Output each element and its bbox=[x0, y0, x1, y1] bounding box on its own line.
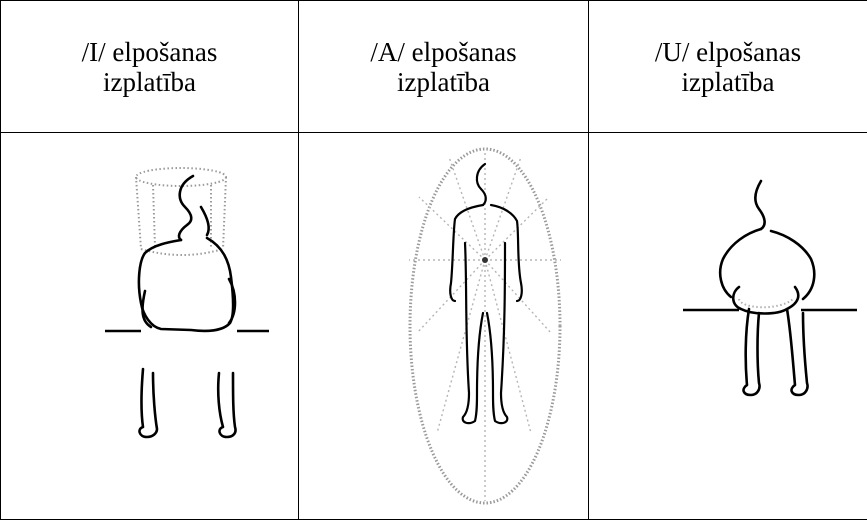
figure-cell-a bbox=[299, 133, 589, 520]
standing-figure-outline bbox=[450, 164, 522, 423]
header-u-line1: /U/ elpošanas bbox=[655, 37, 801, 67]
header-cell-u: /U/ elpošanas izplatība bbox=[589, 1, 867, 133]
belly-breathing-region bbox=[739, 299, 793, 307]
header-cell-i: /I/ elpošanas izplatība bbox=[1, 1, 299, 133]
header-i-line1: /I/ elpošanas bbox=[82, 37, 218, 67]
figure-row bbox=[1, 133, 867, 520]
header-cell-a: /A/ elpošanas izplatība bbox=[299, 1, 589, 133]
seated-figure-lower-breathing-illustration bbox=[589, 133, 867, 519]
figure-cell-u bbox=[589, 133, 867, 520]
center-point bbox=[482, 257, 488, 263]
header-a-line1: /A/ elpošanas bbox=[370, 37, 516, 67]
seated-figure-outline-u bbox=[720, 181, 814, 395]
header-row: /I/ elpošanas izplatība /A/ elpošanas iz… bbox=[1, 1, 867, 133]
figure-cell-i bbox=[1, 133, 299, 520]
seated-figure-upper-breathing-illustration bbox=[1, 133, 298, 519]
header-u-line2: izplatība bbox=[655, 67, 801, 97]
standing-figure-full-aura-illustration bbox=[299, 133, 588, 519]
header-a-line2: izplatība bbox=[370, 67, 516, 97]
header-i-line2: izplatība bbox=[82, 67, 218, 97]
